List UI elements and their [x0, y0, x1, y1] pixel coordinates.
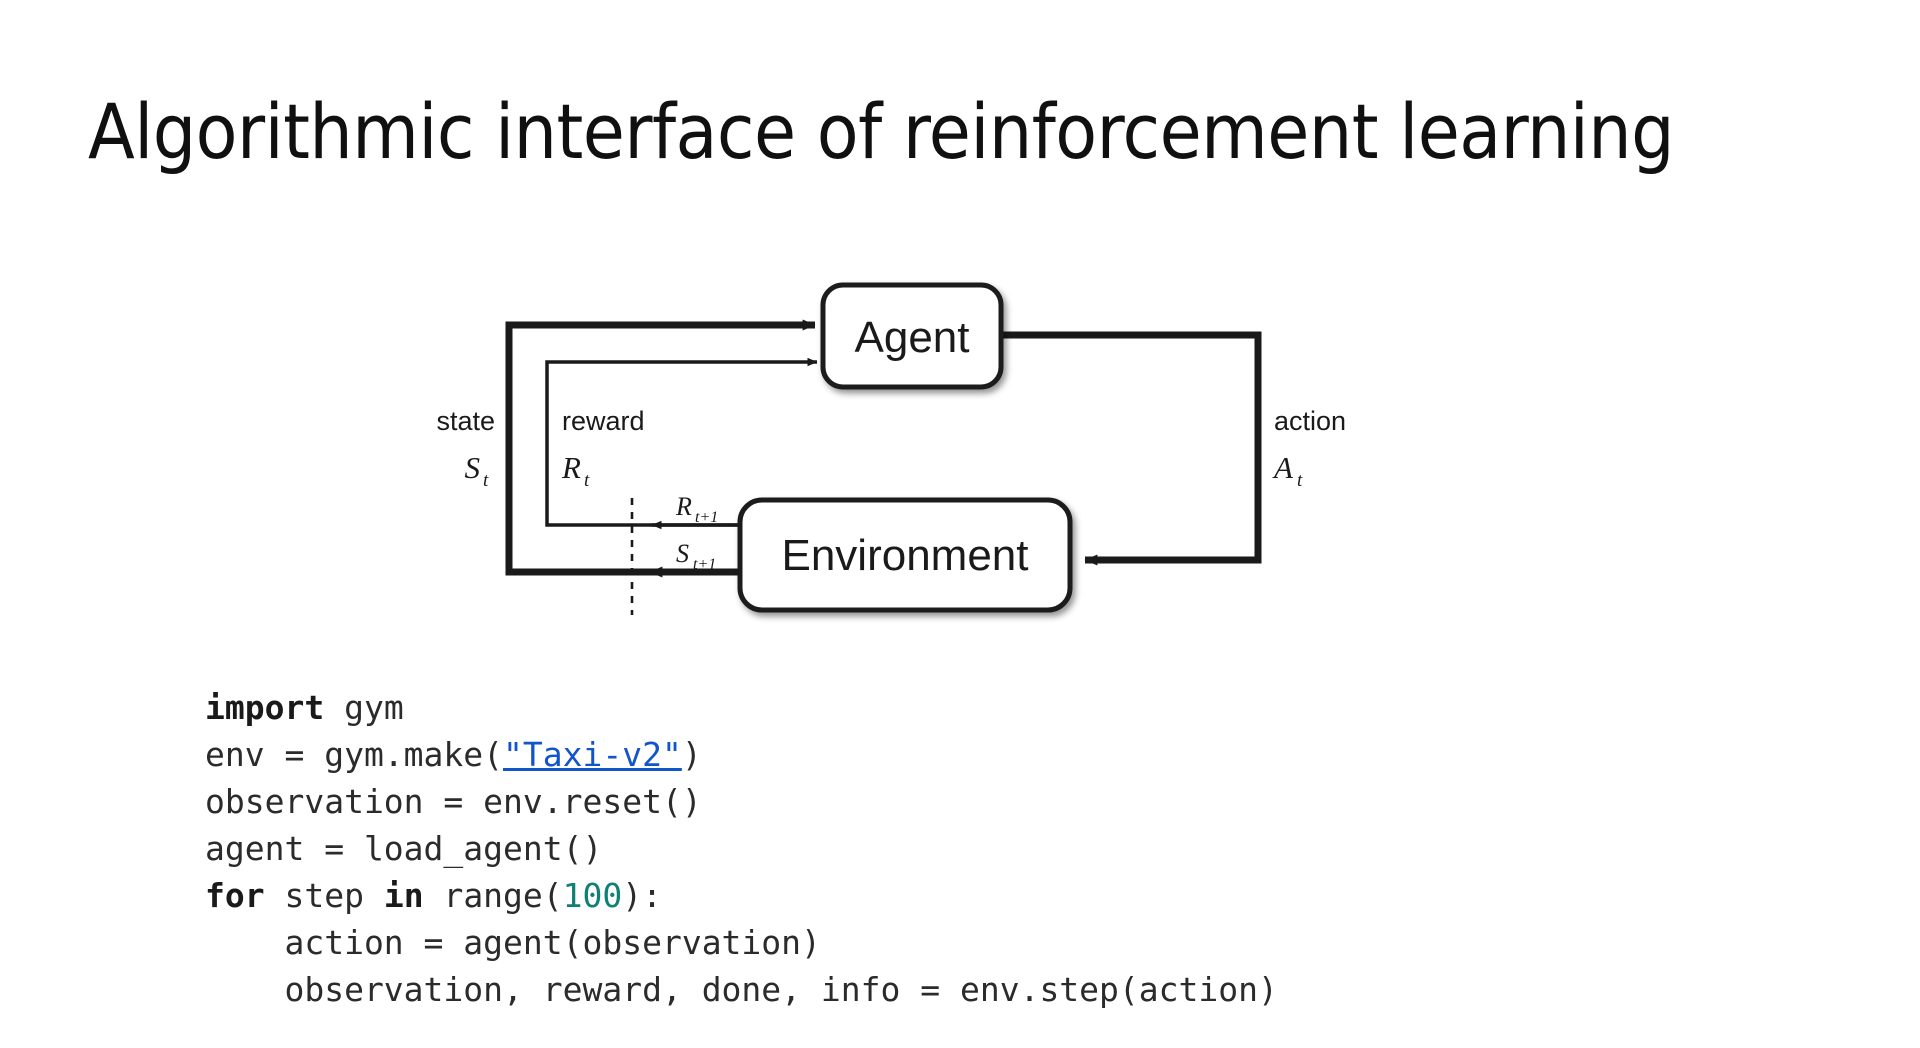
- label-next-reward-symbol: R: [675, 492, 692, 521]
- code-line: observation, reward, done, info = env.st…: [205, 966, 1278, 1013]
- label-next-state-symbol: S: [676, 539, 689, 568]
- code-text: env = gym.make(: [205, 735, 504, 774]
- label-action-symbol: A: [1272, 450, 1294, 485]
- label-action-word: action: [1274, 406, 1346, 436]
- code-keyword: import: [205, 688, 325, 727]
- node-agent-label: Agent: [855, 313, 970, 362]
- node-environment-label: Environment: [781, 531, 1028, 580]
- label-state-symbol: S: [465, 450, 481, 485]
- label-state-word: state: [436, 406, 495, 436]
- label-next-state: S t+1: [676, 539, 716, 573]
- code-text: ):: [622, 876, 663, 915]
- code-line: import gym: [205, 684, 1278, 731]
- label-next-reward-subscript: t+1: [695, 509, 718, 526]
- label-reward: reward R t: [561, 406, 645, 491]
- node-agent: Agent: [820, 282, 1004, 390]
- label-action: action A t: [1272, 406, 1346, 491]
- code-text: observation, reward, done, info = env.st…: [205, 970, 1278, 1009]
- code-number: 100: [562, 876, 623, 915]
- code-text: action = agent(observation): [205, 923, 821, 962]
- code-text: observation = env.reset(): [205, 782, 702, 821]
- label-reward-symbol: R: [561, 450, 581, 485]
- code-text: step: [264, 876, 384, 915]
- code-text: ): [681, 735, 702, 774]
- label-next-reward: R t+1: [675, 492, 718, 526]
- label-reward-subscript: t: [584, 470, 590, 491]
- code-text: agent = load_agent(): [205, 829, 603, 868]
- label-state-subscript: t: [483, 470, 489, 491]
- label-state: state S t: [436, 406, 495, 491]
- code-line: agent = load_agent(): [205, 825, 1278, 872]
- label-reward-word: reward: [562, 406, 645, 436]
- code-line: observation = env.reset(): [205, 778, 1278, 825]
- code-line: for step in range(100):: [205, 872, 1278, 919]
- code-line: env = gym.make("Taxi-v2"): [205, 731, 1278, 778]
- node-environment: Environment: [737, 497, 1073, 613]
- label-action-subscript: t: [1297, 470, 1303, 491]
- code-keyword: in: [383, 876, 424, 915]
- page-title: Algorithmic interface of reinforcement l…: [88, 86, 1675, 176]
- edge-reward-loop: [545, 357, 1065, 527]
- code-link-taxi-v2[interactable]: "Taxi-v2": [503, 735, 682, 774]
- code-text: range(: [423, 876, 563, 915]
- edge-action-loop: [1000, 331, 1262, 566]
- edge-state-loop: [505, 319, 1065, 576]
- code-line: action = agent(observation): [205, 919, 1278, 966]
- code-text: gym: [324, 688, 404, 727]
- code-keyword: for: [205, 876, 265, 915]
- label-next-state-subscript: t+1: [693, 556, 716, 573]
